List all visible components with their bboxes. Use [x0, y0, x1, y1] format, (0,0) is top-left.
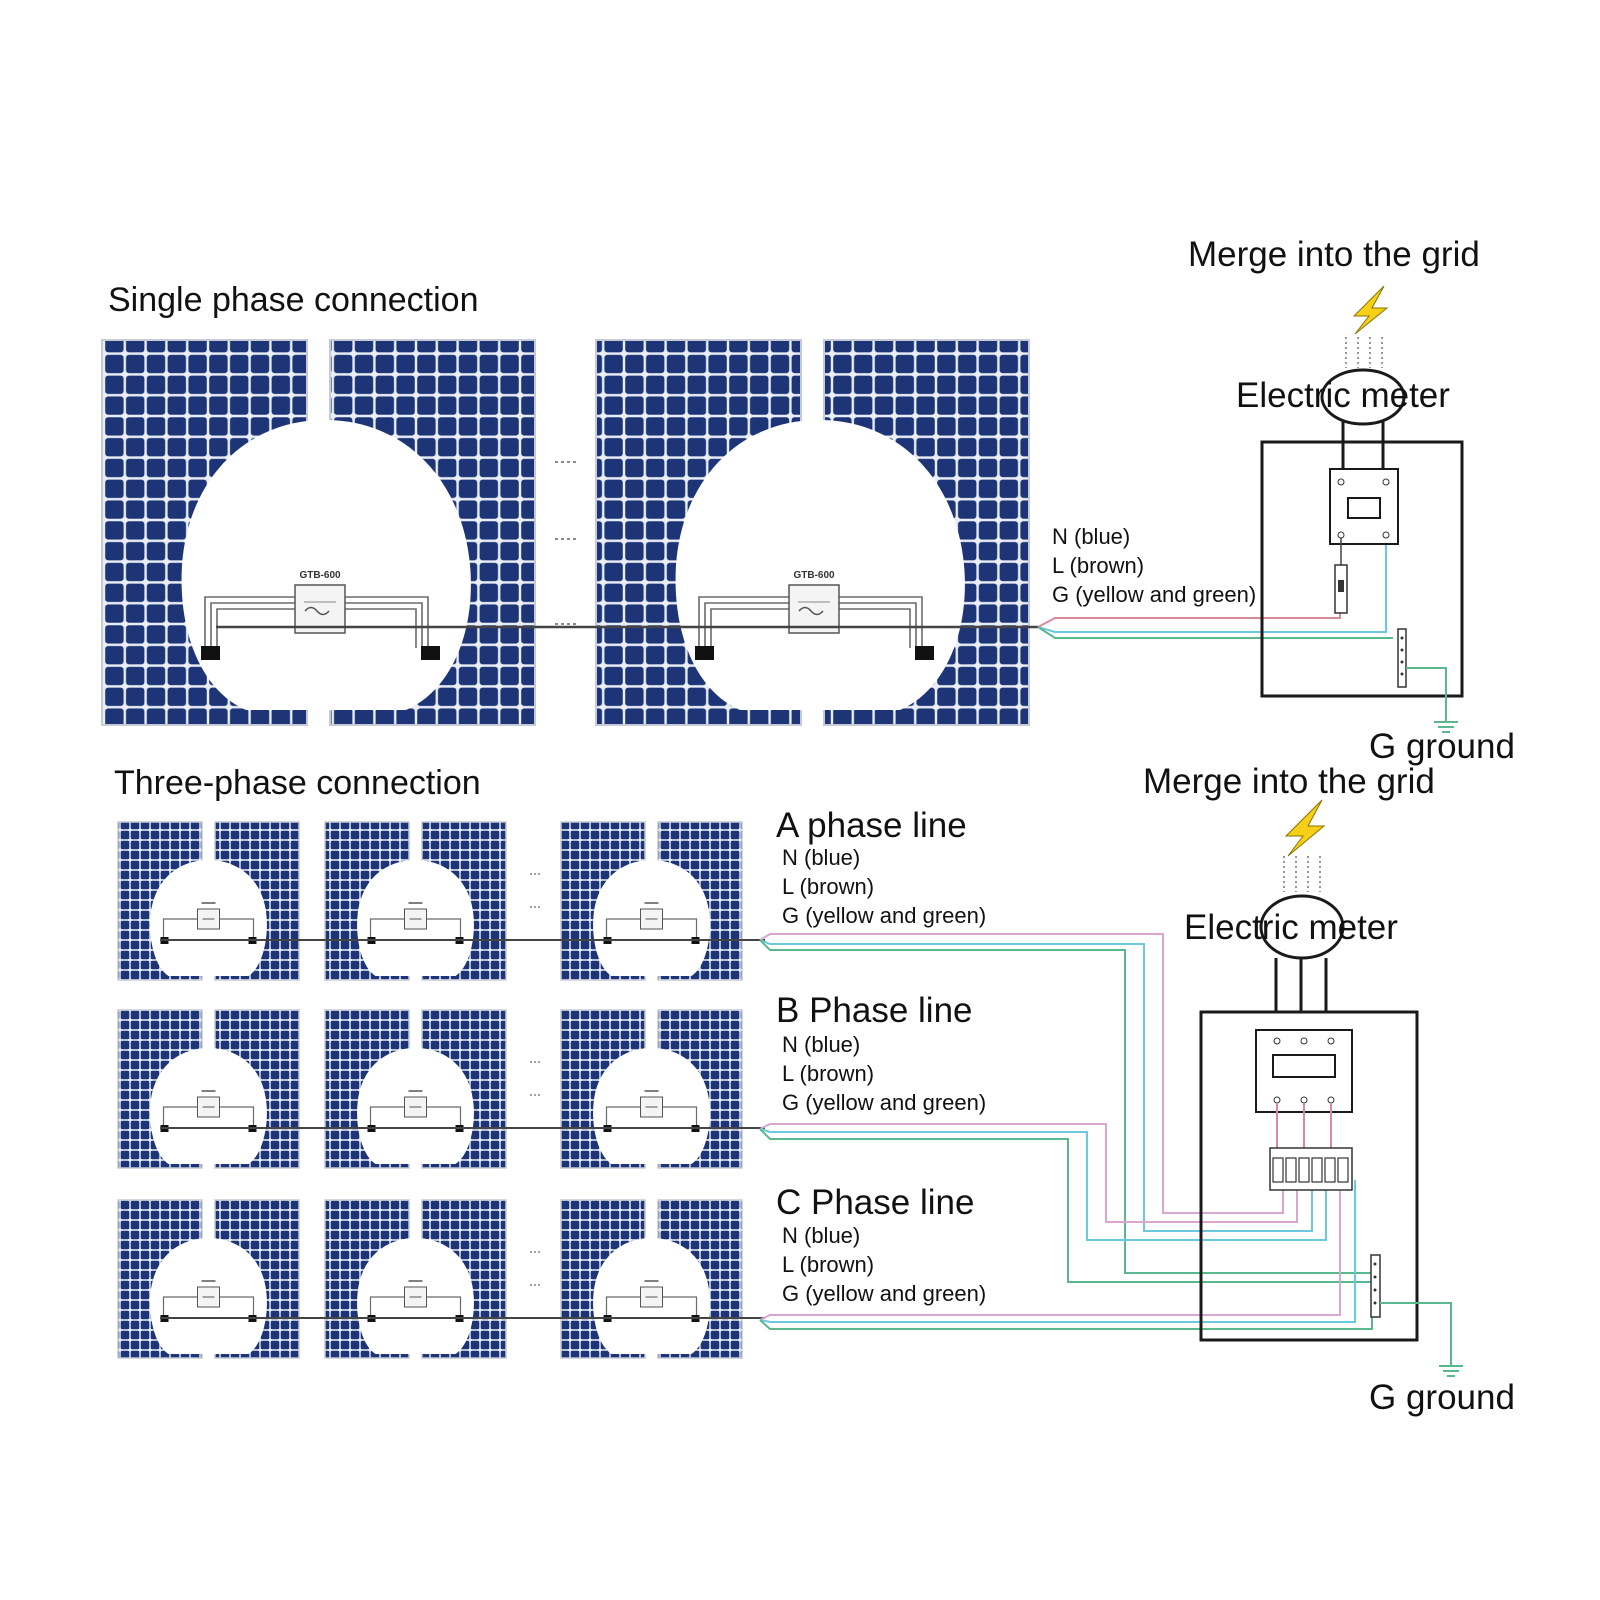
wire-green — [1037, 626, 1393, 639]
solar-panel-pair: GTB-600 — [595, 339, 1030, 726]
microinverter — [788, 584, 840, 634]
ground-bar — [1397, 628, 1407, 688]
electric-meter-ring — [1320, 368, 1406, 426]
wire-c-blue — [759, 1180, 1356, 1323]
lightning-icon — [1284, 799, 1326, 857]
inverter-wiring — [698, 596, 923, 648]
phase-a-g-label: G (yellow and green) — [782, 903, 987, 928]
phase-c-l-label: L (brown) — [782, 1252, 875, 1277]
phase-b-g-label: G (yellow and green) — [782, 1090, 987, 1115]
meter-box — [1199, 1010, 1419, 1342]
wire-a-blue — [759, 939, 1313, 1232]
inverter-label: GTB-600 — [299, 570, 341, 581]
three-ground-label: G ground — [1369, 1378, 1515, 1417]
solar-panel-pair: GTB-600 — [101, 339, 536, 726]
phase-b-title: B Phase line — [776, 991, 973, 1030]
inverter-wiring — [369, 918, 462, 939]
three-grid-label: Merge into the grid — [1143, 762, 1435, 801]
wire-a-green — [759, 939, 1372, 1274]
single-wire-n-label: N (blue) — [1052, 524, 1131, 549]
wire-b-blue — [759, 1128, 1327, 1241]
lightning-icon — [1352, 285, 1389, 335]
inverter-wiring — [605, 1296, 698, 1317]
phase-c-title: C Phase line — [776, 1183, 975, 1222]
inverter-wiring — [369, 1106, 462, 1127]
grid-dashes — [1283, 856, 1321, 892]
wire-blue — [1037, 541, 1387, 633]
single-meter-label: Electric meter — [1236, 376, 1450, 415]
ground-bar — [1370, 1254, 1381, 1318]
inverter-label: GTB-600 — [793, 570, 835, 581]
three-phase-group — [117, 799, 1463, 1377]
wire-b-green — [759, 1128, 1372, 1283]
inverter-wiring — [162, 1296, 255, 1317]
inverter-wiring — [204, 596, 429, 648]
phase-a-l-label: L (brown) — [782, 874, 875, 899]
continuation-marks — [555, 461, 579, 625]
inverter-wiring — [605, 918, 698, 939]
three-phase-title: Three-phase connection — [114, 764, 481, 802]
connector-right — [421, 646, 440, 660]
ground-symbol-icon — [1439, 1365, 1463, 1377]
single-grid-label: Merge into the grid — [1188, 235, 1480, 274]
ground-wire — [1380, 1302, 1452, 1366]
ground-wire — [1406, 667, 1447, 722]
single-phase-group: GTB-600 GTB-600 — [101, 285, 1464, 733]
single-wire-l-label: L (brown) — [1052, 553, 1145, 578]
single-wire-g-label: G (yellow and green) — [1052, 582, 1257, 607]
inverter-callout — [181, 420, 471, 710]
wire-b-brown — [759, 1123, 1298, 1223]
phase-b-n-label: N (blue) — [782, 1032, 861, 1057]
single-ground-label: G ground — [1369, 727, 1515, 766]
phase-wires — [759, 933, 1373, 1330]
three-meter-label: Electric meter — [1184, 908, 1398, 947]
meter-display — [1255, 1029, 1353, 1113]
inverter-wave-icon — [798, 606, 824, 616]
ground-symbol-icon — [1434, 721, 1458, 733]
connector-left — [695, 646, 714, 660]
phase-c-n-label: N (blue) — [782, 1223, 861, 1248]
three-phase-panels — [117, 821, 765, 1359]
connector-right — [915, 646, 934, 660]
inverter-wave-icon — [304, 606, 330, 616]
grid-dashes — [1345, 337, 1383, 368]
microinverter — [294, 584, 346, 634]
breaker-block — [1269, 1147, 1353, 1191]
phase-c-g-label: G (yellow and green) — [782, 1281, 987, 1306]
wire-a-brown — [759, 933, 1284, 1214]
inverter-wiring — [162, 918, 255, 939]
meter-box — [1260, 440, 1464, 698]
phase-a-title: A phase line — [776, 806, 967, 845]
phase-a-n-label: N (blue) — [782, 845, 861, 870]
connector-left — [201, 646, 220, 660]
single-phase-title: Single phase connection — [108, 281, 479, 319]
meter-display — [1329, 468, 1399, 545]
inverter-wiring — [162, 1106, 255, 1127]
phase-b-l-label: L (brown) — [782, 1061, 875, 1086]
electric-meter-ring — [1259, 894, 1345, 960]
inverter-wiring — [369, 1296, 462, 1317]
inverter-callout — [675, 420, 965, 710]
wire-c-brown — [759, 1180, 1341, 1321]
inverter-wiring — [605, 1106, 698, 1127]
